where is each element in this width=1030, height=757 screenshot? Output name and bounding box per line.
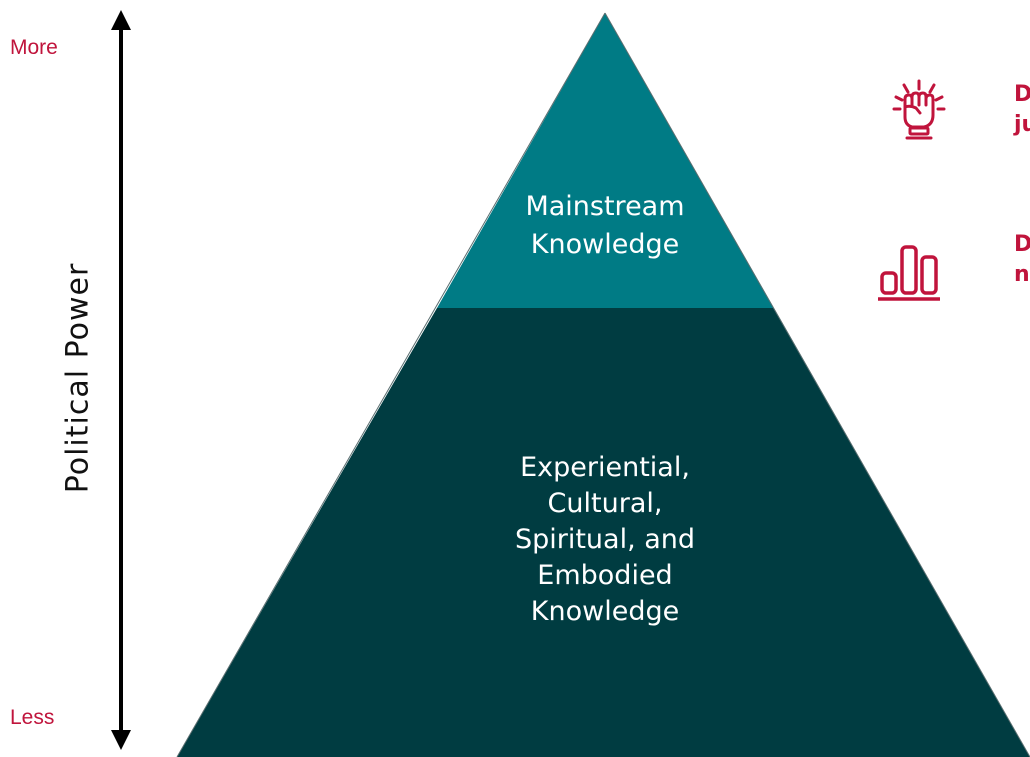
bar-chart-icon — [868, 235, 958, 305]
legend-text-2: D n — [1014, 232, 1030, 287]
pyramid-tier-mainstream — [437, 13, 774, 308]
double-headed-arrow-icon — [111, 10, 131, 750]
axis-label-less: Less — [10, 706, 55, 729]
pyramid-tier-experiential — [177, 308, 1030, 757]
pyramid-tier-label-experiential: Experiential, Cultural, Spiritual, and E… — [514, 452, 696, 627]
axis-label-more: More — [10, 36, 58, 59]
raised-fist-icon — [874, 75, 964, 145]
legend-text-1: D ju — [1014, 82, 1030, 137]
pyramid-tier-label-mainstream: Mainstream Knowledge — [525, 191, 685, 260]
